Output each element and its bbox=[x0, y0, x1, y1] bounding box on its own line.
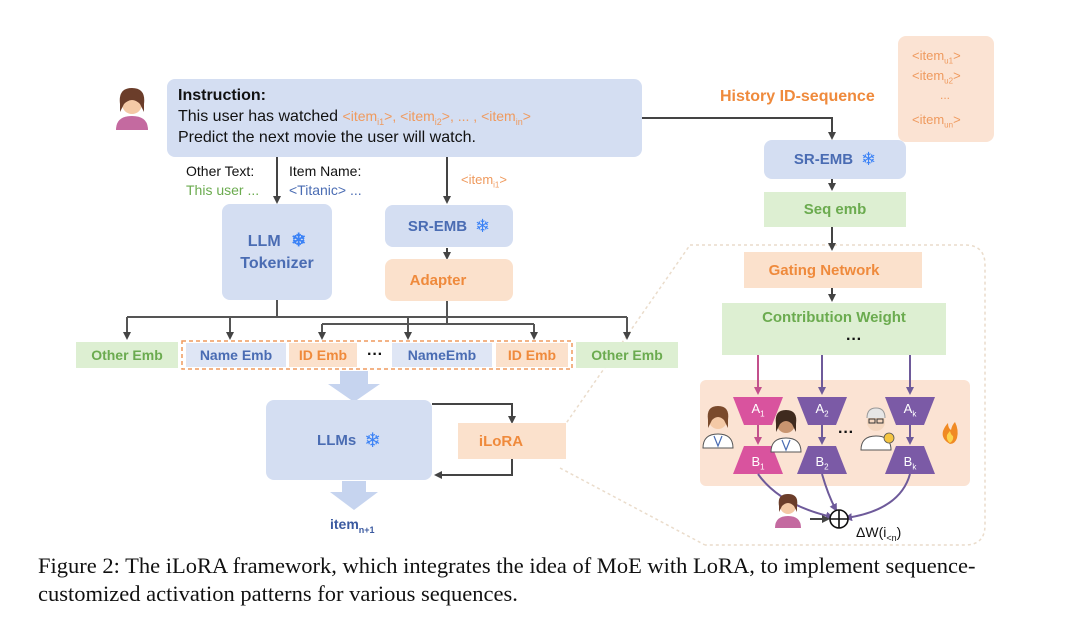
item-name-label: Item Name: bbox=[289, 163, 362, 179]
other-emb-right: Other Emb bbox=[576, 342, 678, 368]
seq-emb-box: Seq emb bbox=[764, 192, 906, 227]
expert-2-a-label: A2 bbox=[815, 401, 829, 419]
sum-icon bbox=[829, 509, 849, 529]
expert-1-b-label: B1 bbox=[751, 454, 765, 472]
moe-region-border bbox=[690, 244, 986, 546]
emb-dots: ··· bbox=[367, 346, 383, 363]
gating-network-label: Gating Network bbox=[768, 261, 880, 279]
adapter-box: Adapter bbox=[385, 259, 513, 301]
expert-avatar-2-icon bbox=[770, 410, 802, 453]
seq-emb-label: Seq emb bbox=[803, 201, 867, 218]
name-emb-2: NameEmb bbox=[392, 343, 492, 367]
id-emb-2: ID Emb bbox=[496, 343, 568, 367]
flow-arrow-to-llms bbox=[328, 371, 380, 402]
flame-icon-experts bbox=[942, 422, 958, 444]
user-avatar-icon bbox=[116, 88, 148, 130]
snowflake-icon: ❄ bbox=[861, 149, 877, 169]
snowflake-icon: ❄ bbox=[291, 230, 307, 250]
ilora-label: iLoRA bbox=[478, 432, 524, 450]
history-item-dots: ... bbox=[940, 88, 951, 102]
emb-row-border bbox=[181, 340, 573, 370]
item-name-value: <Titanic> ... bbox=[289, 182, 362, 198]
instruction-line2: Predict the next movie the user will wat… bbox=[178, 129, 476, 146]
expert-2-b-label: B2 bbox=[815, 454, 829, 472]
gating-network-box: Gating Network bbox=[744, 252, 922, 288]
snowflake-icon: ❄ bbox=[475, 215, 491, 236]
llm-tokenizer-box: LLM ❄ Tokenizer bbox=[222, 204, 332, 300]
instruction-line1-prefix: This user has watched bbox=[178, 108, 339, 125]
tokenizer-line1: LLM bbox=[247, 233, 281, 250]
user-avatar-small-icon bbox=[775, 494, 801, 528]
delta-w-label: ΔW(i<n) bbox=[856, 524, 902, 543]
ilora-box: iLoRA bbox=[458, 423, 566, 459]
instruction-heading: Instruction: bbox=[178, 87, 266, 104]
other-text-label: Other Text: bbox=[186, 163, 255, 179]
sr-emb-label-left: SR-EMB bbox=[407, 217, 468, 235]
item-token-label: <itemi1> bbox=[461, 172, 507, 190]
instruction-line1: This user has watched <itemi1>, <itemi2>… bbox=[178, 108, 531, 127]
llms-box: LLMs ❄ bbox=[266, 400, 432, 480]
weight-dots: ··· bbox=[846, 331, 862, 348]
sr-emb-box-right: SR-EMB ❄ bbox=[764, 140, 906, 179]
instruction-box bbox=[167, 79, 642, 157]
instruction-item-tokens: <itemi1>, <itemi2>, ... , <itemin> bbox=[342, 108, 531, 127]
zoom-line-top bbox=[559, 244, 691, 433]
expert-avatar-k-icon bbox=[860, 407, 895, 451]
arrow-ilora-to-llms bbox=[434, 459, 513, 479]
zoom-line-bottom bbox=[559, 467, 706, 546]
history-item-2: <itemu2> bbox=[912, 68, 961, 86]
adapter-label: Adapter bbox=[409, 271, 467, 289]
figure-caption: Figure 2: The iLoRA framework, which int… bbox=[38, 553, 976, 606]
id-emb-1: ID Emb bbox=[289, 343, 357, 367]
arrow-instruction-to-srEmb-right bbox=[642, 117, 836, 140]
snowflake-icon: ❄ bbox=[364, 429, 381, 452]
expert-2 bbox=[797, 397, 847, 474]
history-sequence-box bbox=[898, 36, 994, 142]
sr-emb-label-right: SR-EMB bbox=[793, 151, 854, 168]
contribution-weight-label: Contribution Weight bbox=[762, 308, 906, 326]
output-item: itemn+1 bbox=[330, 516, 375, 535]
history-item-n: <itemun> bbox=[912, 112, 961, 130]
contribution-weight-box bbox=[722, 303, 946, 355]
flow-arrow-to-output bbox=[330, 481, 378, 510]
arrow-llms-to-ilora bbox=[432, 403, 516, 424]
tokenizer-line2: Tokenizer bbox=[240, 255, 314, 272]
other-emb-left: Other Emb bbox=[76, 342, 178, 368]
expert-k-b-label: Bk bbox=[903, 454, 917, 472]
expert-avatar-1-icon bbox=[702, 406, 734, 449]
expert-k bbox=[885, 397, 935, 474]
history-item-1: <itemu1> bbox=[912, 48, 961, 66]
expert-1-a-label: A1 bbox=[751, 401, 765, 419]
other-text-value: This user ... bbox=[186, 182, 260, 198]
history-label: History ID-sequence bbox=[720, 88, 875, 105]
llms-label: LLMs bbox=[317, 431, 357, 449]
expert-dots: ··· bbox=[838, 424, 854, 441]
name-emb-1: Name Emb bbox=[186, 343, 286, 367]
sr-emb-box-left: SR-EMB ❄ bbox=[385, 205, 513, 247]
expert-1 bbox=[733, 397, 783, 474]
expert-k-a-label: Ak bbox=[903, 401, 917, 419]
